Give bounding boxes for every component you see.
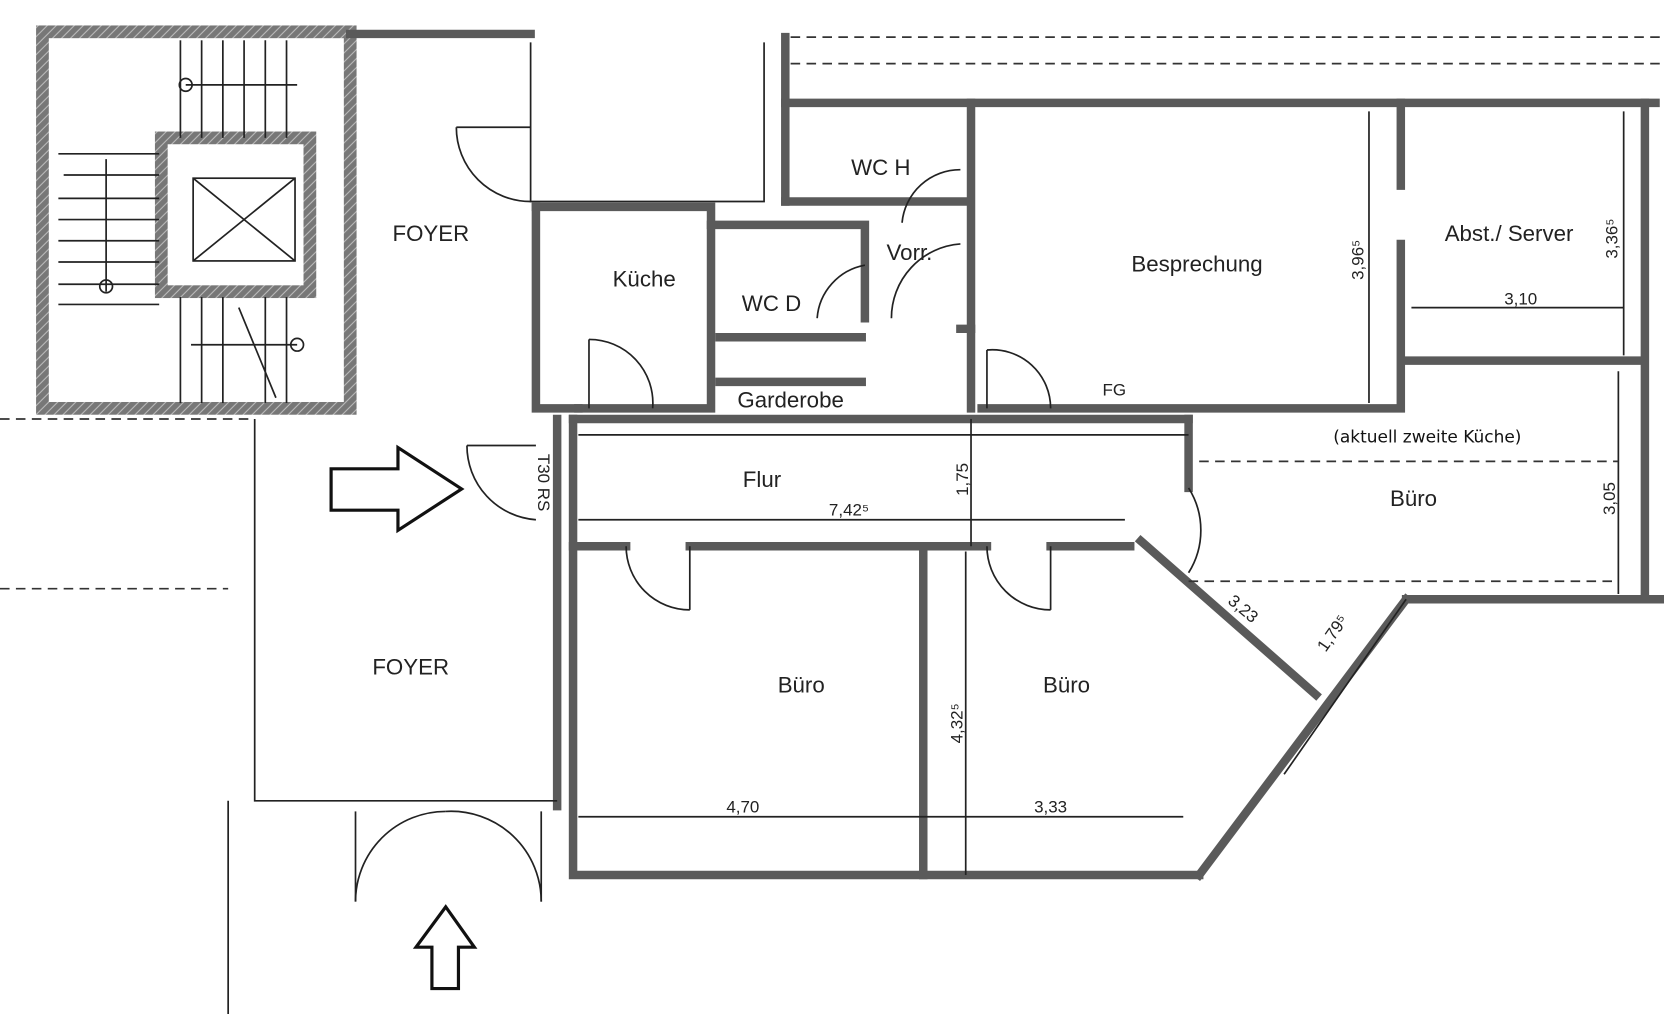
dim-buero-middle-width: 3,33 <box>1034 797 1067 816</box>
room-label-buero-left: Büro <box>778 673 825 698</box>
room-label-wc-h: WC H <box>851 155 910 180</box>
room-label-buero-right: Büro <box>1390 486 1437 511</box>
room-label-besprechung: Besprechung <box>1131 252 1262 277</box>
room-label-garderobe: Garderobe <box>737 387 843 412</box>
room-label-foyer-lower: FOYER <box>372 655 449 680</box>
dim-buero-right-height: 3,05 <box>1600 482 1619 515</box>
room-label-wc-d: WC D <box>742 291 801 316</box>
note-second-kitchen: (aktuell zweite Küche) <box>1333 427 1521 447</box>
room-label-kueche: Küche <box>613 266 676 291</box>
entrance-arrow-right-icon <box>329 444 465 534</box>
room-label-flur: Flur <box>743 467 782 492</box>
dim-flur-width: 7,42⁵ <box>829 500 869 519</box>
walls <box>345 29 1664 881</box>
dim-diagonal-2: 1,79⁵ <box>1313 611 1352 655</box>
label-fg: FG <box>1102 381 1126 400</box>
dim-server-width: 3,10 <box>1504 289 1537 308</box>
room-label-foyer-upper: FOYER <box>392 221 469 246</box>
door-label-t30rs: T30 RS <box>534 454 553 512</box>
dim-buero-middle-height: 4,32⁵ <box>948 703 967 743</box>
stair-steps <box>58 40 305 404</box>
entrance-doors <box>354 810 543 902</box>
dim-buero-left-width: 4,70 <box>726 797 759 816</box>
outlines <box>0 36 1664 1014</box>
elevator-icon <box>192 177 296 262</box>
room-label-buero-middle: Büro <box>1043 673 1090 698</box>
entrance-arrow-up-icon <box>412 904 478 991</box>
room-label-abst-server: Abst./ Server <box>1445 221 1574 246</box>
dim-flur-height: 1,75 <box>953 463 972 496</box>
stairwell <box>36 25 357 415</box>
dim-besprechung-height: 3,96⁵ <box>1349 240 1368 280</box>
dim-server-height: 3,36⁵ <box>1602 219 1621 259</box>
room-label-vorr: Vorr. <box>887 240 933 265</box>
